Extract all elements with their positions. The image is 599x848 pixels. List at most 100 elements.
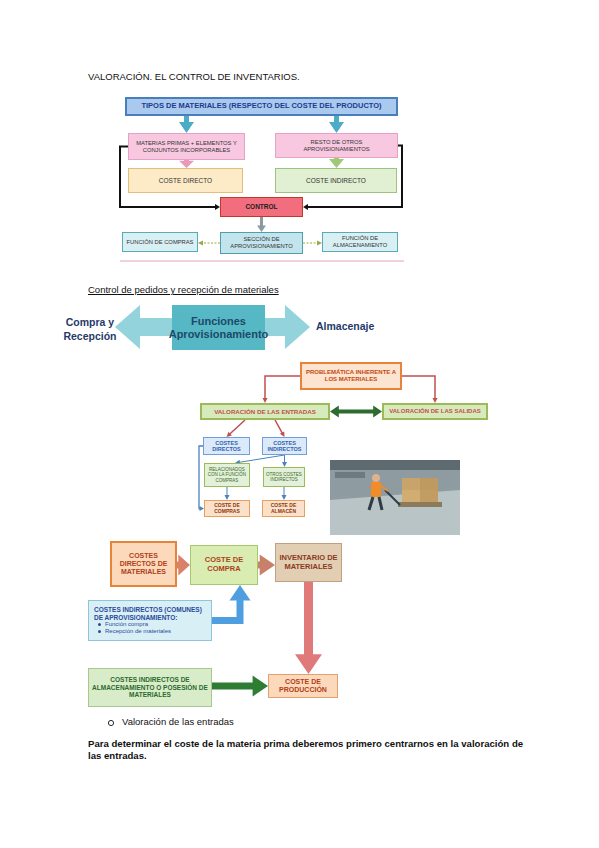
connector [179,116,194,133]
arrow-head [257,225,266,232]
process-box: COSTES DIRECTOS [203,437,250,455]
connector-line [212,683,254,690]
connector-line [308,146,403,208]
connector [275,420,285,437]
connector [329,158,344,168]
connector-line [120,147,216,208]
connector [212,585,251,621]
bullet-marker [108,720,113,725]
connector-line [275,420,282,433]
arrow-head [253,676,268,697]
photo-worker-leg [369,497,373,510]
arrow-head [329,159,344,168]
bullet-row: Función compra [94,621,206,628]
arrow-head [225,495,230,500]
node-text: MATERIAS PRIMAS + ELEMENTOS Y CONJUNTOS … [131,140,242,153]
photo-shelf [335,472,365,478]
connector-line [260,217,263,226]
node-text: COSTE DE COMPRA [193,556,255,573]
arrow-head [260,555,275,576]
text-label: Valoración de las entradas [122,716,422,728]
process-box: RELACIONADOS CON LA FUNCIÓN COMPRAS [204,463,250,487]
connector-line [402,376,435,399]
node-text: VALORACIÓN DE LAS SALIDAS [389,408,481,415]
connector [282,455,287,467]
node-text: RELACIONADOS CON LA FUNCIÓN COMPRAS [207,467,247,483]
node-text: COSTE INDIRECTO [306,177,366,184]
connector-line [265,376,300,399]
bullet-dot [98,630,101,633]
photo-box [420,478,438,490]
node-text: CONTROL [245,203,277,210]
node-text: INVENTARIO DE MATERIALES [278,554,339,571]
connector [235,455,285,465]
arrow-head [263,398,268,403]
arrow-head [295,654,322,674]
photo-floor [330,490,460,535]
photo-background [330,460,460,535]
arrow-head [330,406,339,418]
node-text: Recepción de materiales [105,628,171,635]
warehouse-photo [330,460,460,535]
text-label: Compra y Recepción [60,316,120,343]
page-title: VALORACIÓN. EL CONTROL DE INVENTARIOS. [88,71,468,83]
connector [402,376,438,403]
connector-line [338,410,374,414]
photo-shelf [330,460,460,470]
connector-line [334,116,339,123]
connector-line [303,242,318,243]
node-text: COSTE DE COMPRAS [207,503,247,515]
arrow-head [373,406,382,418]
node-text: COSTE DE PRODUCCIÓN [271,678,335,694]
process-box: VALORACIÓN DE LAS ENTRADAS [200,403,330,420]
process-box: COSTES INDIRECTOS (COMUNES) DE APROVISIO… [88,600,212,641]
node-text: COSTES INDIRECTOS (COMUNES) DE APROVISIO… [94,606,206,621]
process-box: INVENTARIO DE MATERIALES [275,543,342,582]
process-box: COSTES DIRECTOS DE MATERIALES [110,541,177,587]
connector [303,146,402,211]
process-box: COSTE INDIRECTO [275,168,397,193]
connector-line [304,582,313,656]
connector [199,446,204,511]
connector [227,420,246,437]
process-box: VALORACIÓN DE LAS SALIDAS [382,403,488,420]
arrow-head [227,432,232,437]
node-text: FUNCIÓN DE COMPRAS [127,239,194,246]
node-text: Función compra [105,621,148,628]
node-text: TIPOS DE MATERIALES (RESPECTO DEL COSTE … [141,102,381,111]
node-text: COSTES DIRECTOS [206,440,247,453]
connector [212,676,268,697]
connector [225,487,230,500]
photo-box [420,490,438,502]
arrow-head [280,431,285,437]
process-box: COSTE DE COMPRAS [204,500,250,517]
node-text: SECCIÓN DE APROVISIONAMIENTO [223,236,300,249]
connector [120,147,220,211]
bullet-row: Recepción de materiales [94,628,206,635]
connector-line [203,242,221,243]
arrow-head [200,506,205,511]
text-label: Para determinar el coste de la materia p… [88,738,528,763]
connector-line [227,487,228,496]
process-box: COSTES INDIRECTOS DE ALMACENAMIENTO O PO… [88,668,212,707]
photo-pallet-jack [385,490,400,505]
connector-line [184,160,189,162]
process-box: COSTE DE PRODUCCIÓN [268,674,338,698]
connector [179,160,194,168]
connector [257,217,266,232]
connector-line [239,455,284,462]
connector-line [258,562,261,569]
arrow-head [282,462,287,467]
node-text: COSTE DIRECTO [159,177,212,184]
photo-worker-arm [381,486,388,491]
connector [282,487,287,500]
photo-pallet [398,502,442,507]
photo-box [402,490,420,502]
connector [177,555,190,576]
process-box: RESTO DE OTROS APROVISIONAMIENTOS [275,133,398,158]
process-box: COSTES INDIRECTOS [262,437,307,455]
connector [330,406,382,418]
connector-line [284,455,285,463]
